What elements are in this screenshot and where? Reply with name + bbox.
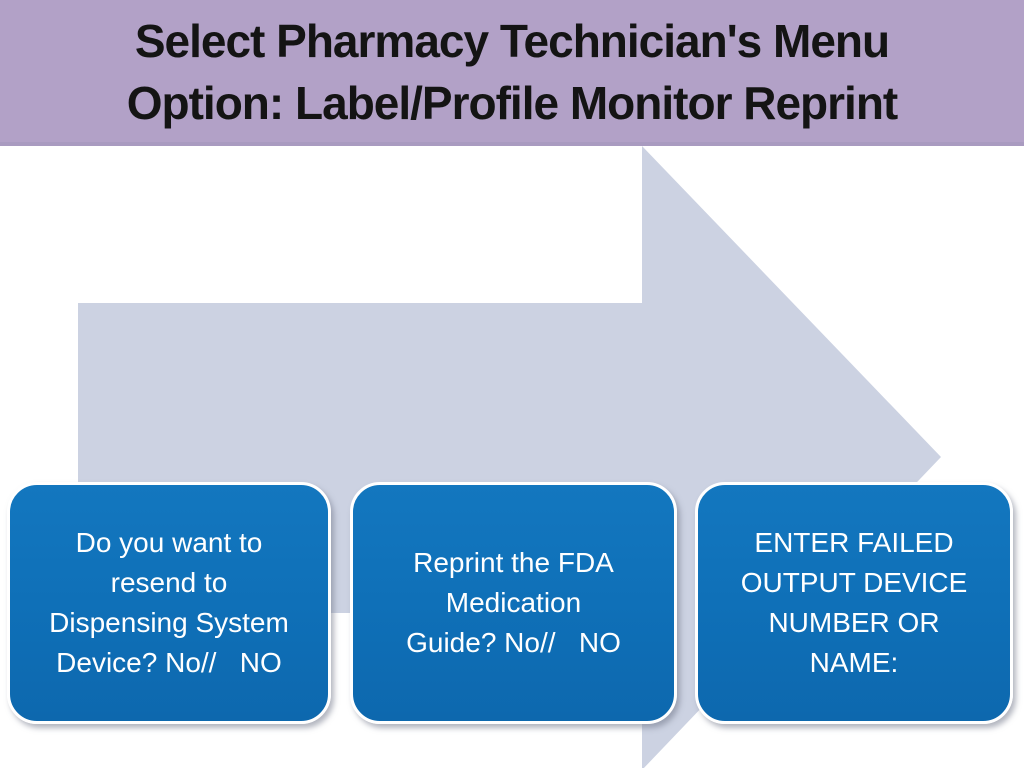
slide-title: Select Pharmacy Technician's Menu Option… (126, 15, 899, 129)
title-bar: Select Pharmacy Technician's Menu Option… (0, 0, 1024, 146)
step-box-reprint-fda-guide: Reprint the FDA Medication Guide? No// N… (350, 482, 677, 724)
diagram-area: Do you want to resend to Dispensing Syst… (0, 146, 1024, 768)
step-text: Do you want to resend to Dispensing Syst… (49, 527, 289, 678)
step-text: Reprint the FDA Medication Guide? No// N… (406, 547, 621, 658)
step-box-resend-dispensing-device: Do you want to resend to Dispensing Syst… (7, 482, 331, 724)
step-box-enter-failed-output-device: ENTER FAILED OUTPUT DEVICE NUMBER OR NAM… (695, 482, 1013, 724)
step-text: ENTER FAILED OUTPUT DEVICE NUMBER OR NAM… (740, 527, 968, 678)
